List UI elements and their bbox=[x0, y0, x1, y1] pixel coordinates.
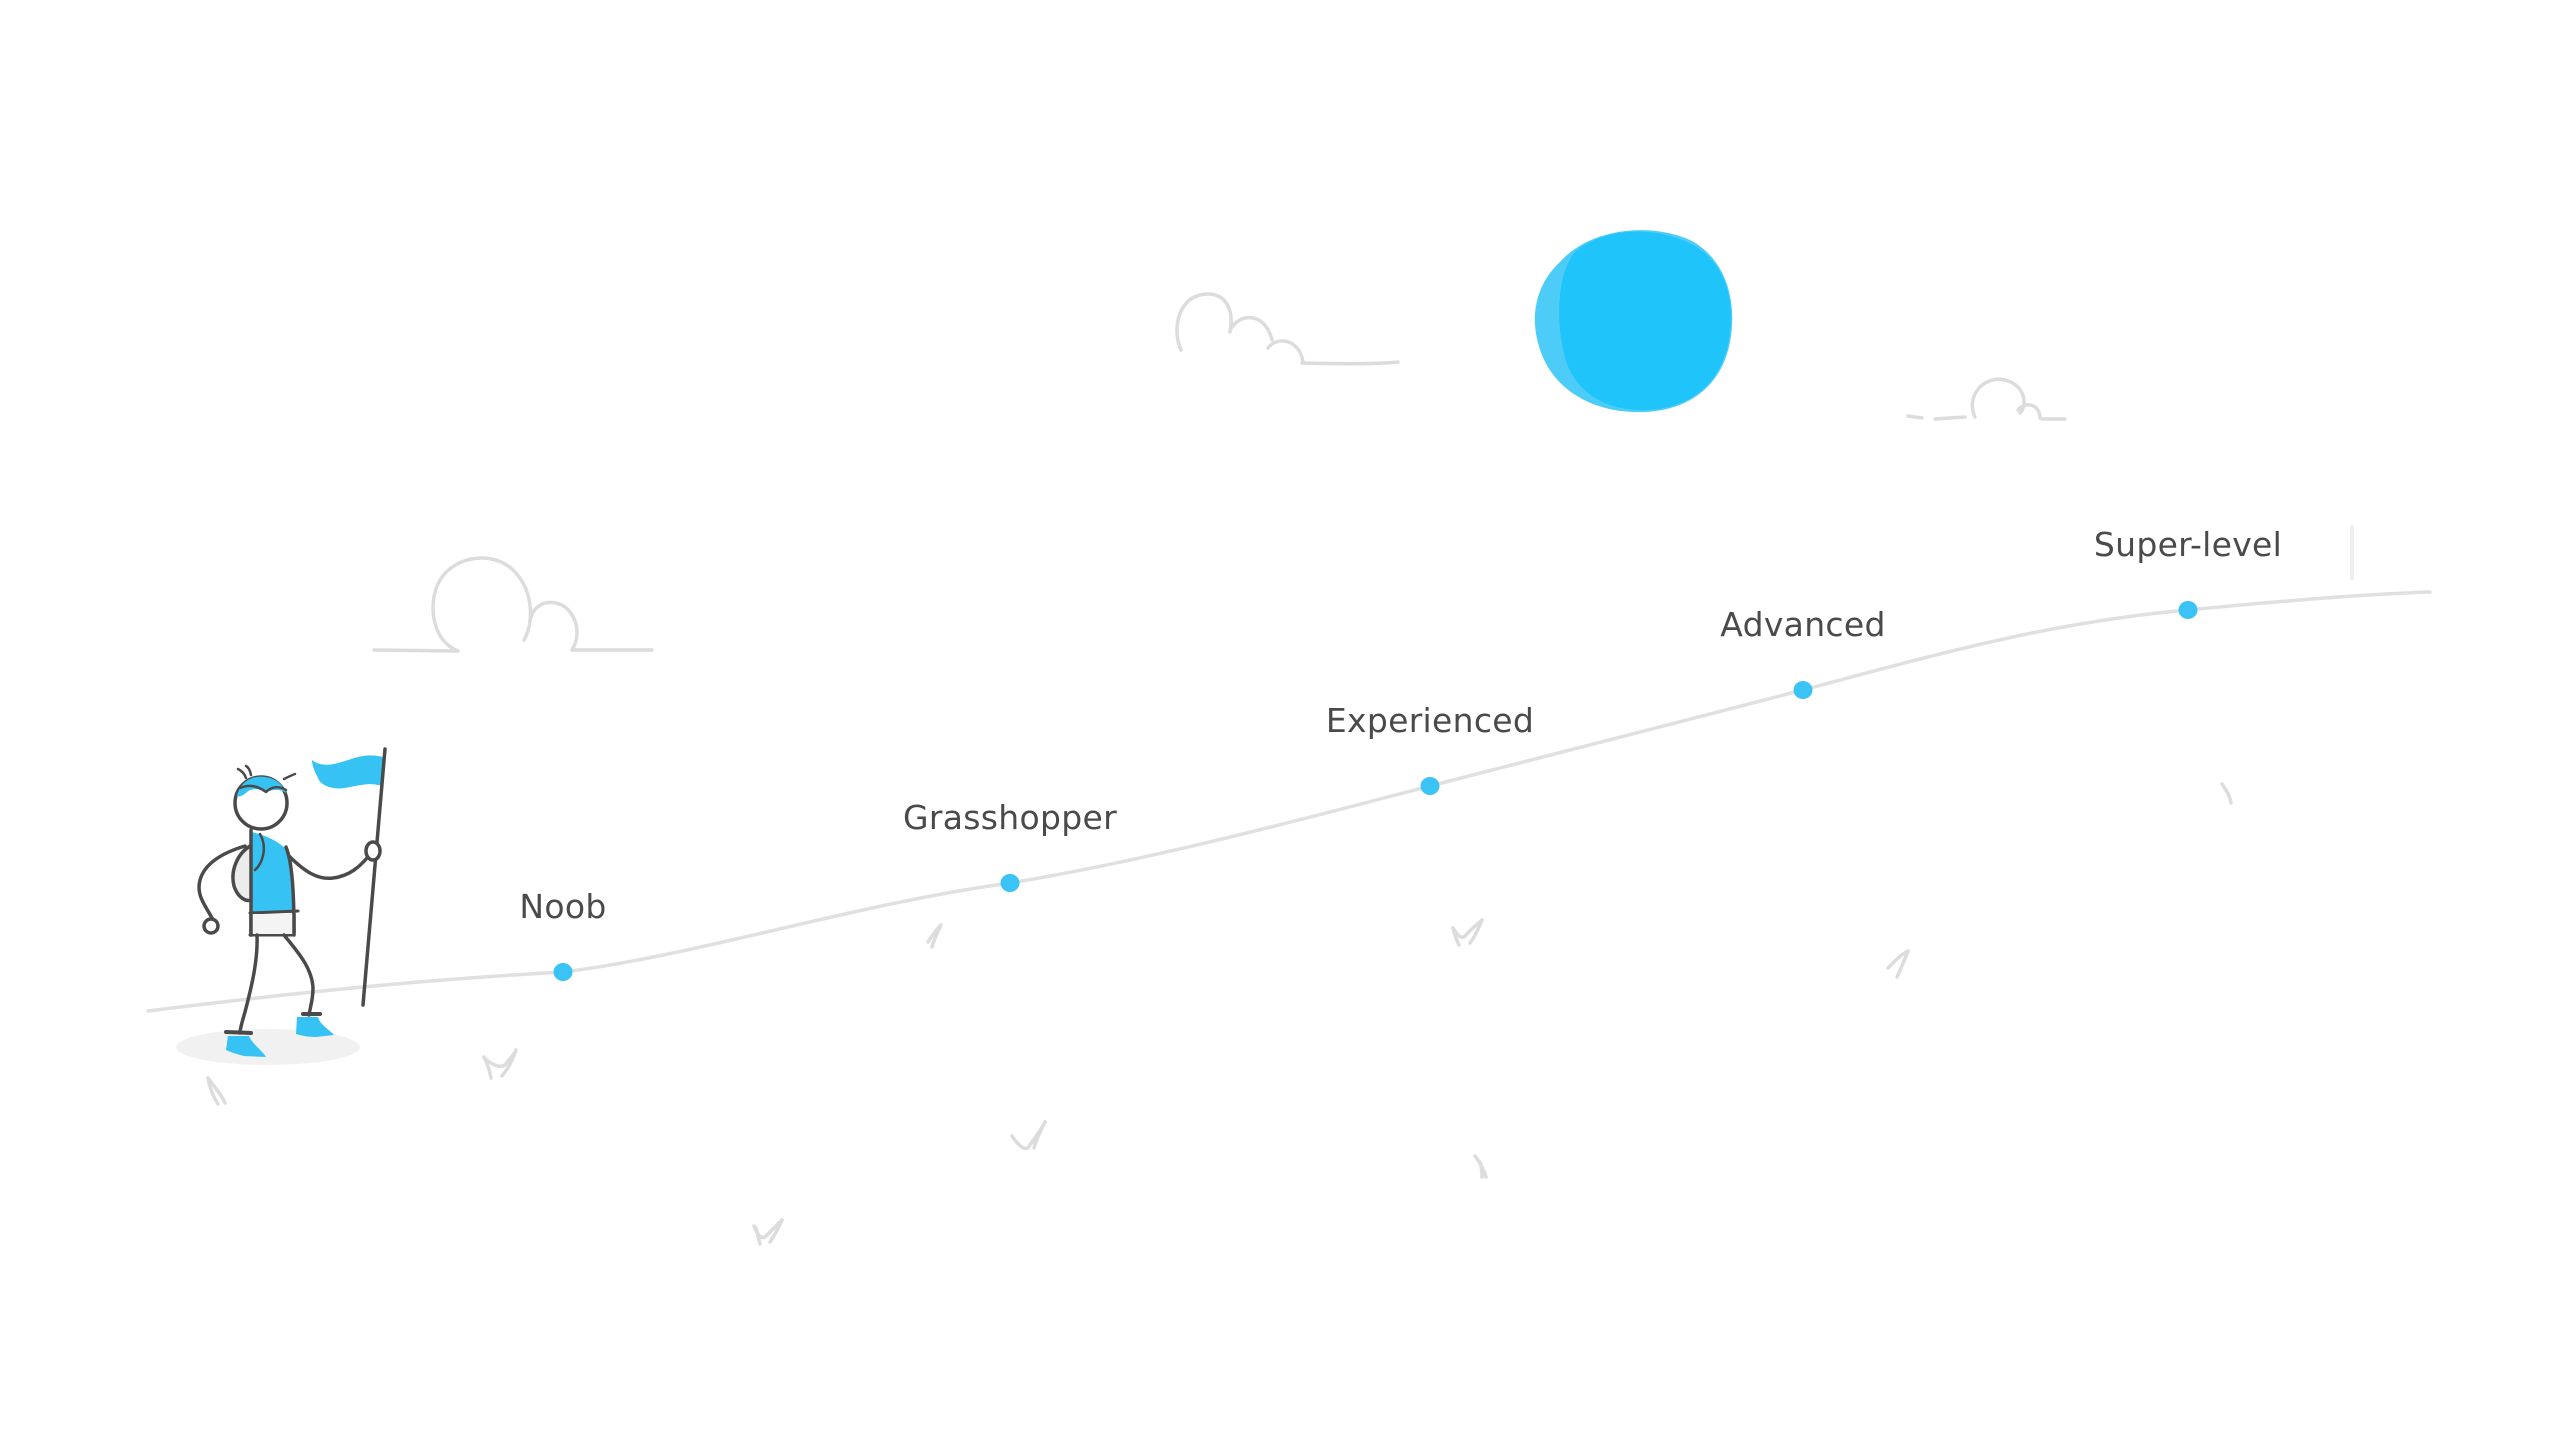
level-label-experienced: Experienced bbox=[1325, 701, 1535, 740]
level-label-noob: Noob bbox=[519, 887, 607, 926]
cloud-icon bbox=[1175, 292, 1400, 366]
hair bbox=[237, 776, 286, 797]
level-label-grasshopper: Grasshopper bbox=[903, 798, 1117, 837]
grass-tuft-icon bbox=[482, 1048, 518, 1080]
sun-icon bbox=[1534, 230, 1733, 413]
grass-tuft-icon bbox=[206, 1076, 227, 1106]
grass-tuft-icon bbox=[926, 923, 943, 949]
level-dot-grasshopper bbox=[1000, 874, 1020, 892]
cloud-icon bbox=[372, 556, 654, 653]
ground-shadow bbox=[176, 1029, 360, 1065]
grass-tuft-icon bbox=[1010, 1120, 1047, 1151]
level-dot-super-level bbox=[2178, 601, 2198, 619]
grass-tuft-icon bbox=[752, 1218, 784, 1246]
grass-tuft-icon bbox=[1473, 1154, 1488, 1179]
level-label-super-level: Super-level bbox=[2093, 525, 2283, 564]
level-label-advanced: Advanced bbox=[1720, 605, 1886, 644]
grass-tuft-icon bbox=[1451, 918, 1484, 947]
level-dot-experienced bbox=[1420, 777, 1440, 795]
level-dot-advanced bbox=[1793, 681, 1813, 699]
level-dot-noob bbox=[553, 963, 573, 981]
flag-icon bbox=[312, 755, 383, 789]
cloud-icon bbox=[1906, 377, 2067, 421]
level-dots bbox=[553, 601, 2198, 981]
grass-tuft-icon bbox=[2220, 782, 2233, 805]
hiker-with-flag-icon bbox=[176, 747, 387, 1065]
progression-path bbox=[146, 590, 2432, 1013]
grass-tuft-icon bbox=[1886, 949, 1910, 979]
